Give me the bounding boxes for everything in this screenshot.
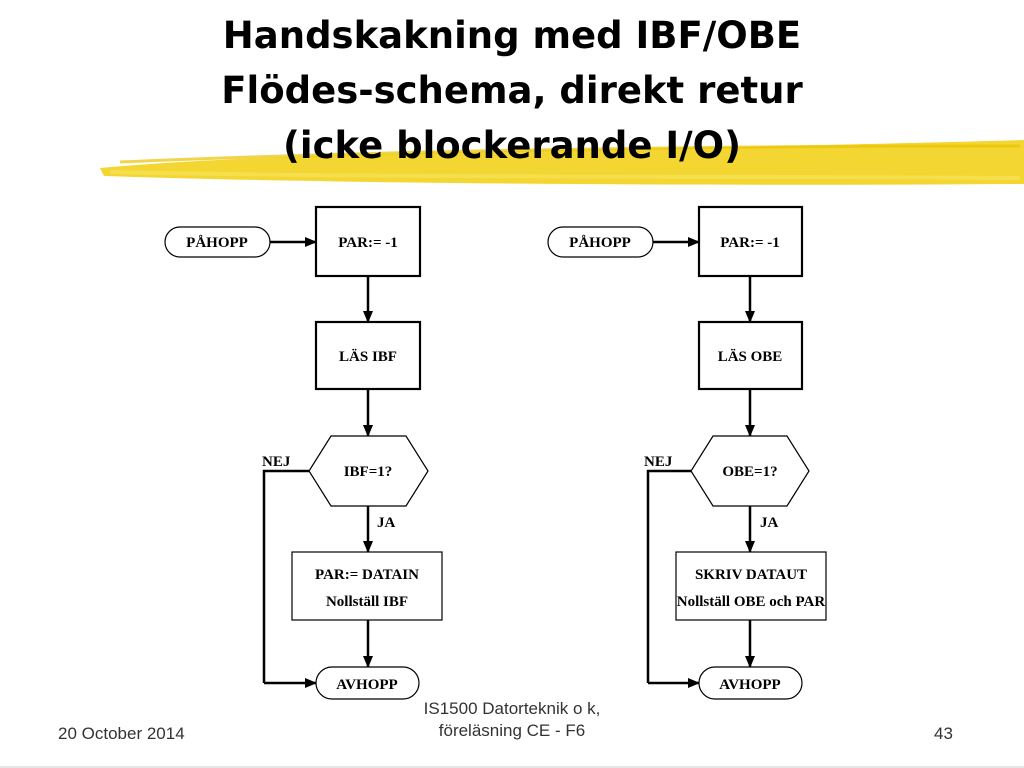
left-action-line-1: PAR:= DATAIN (315, 567, 419, 583)
title-line-1: Handskakning med IBF/OBE (222, 14, 802, 57)
title-line-3: (icke blockerande I/O) (282, 124, 741, 167)
left-entry-label: PÅHOPP (186, 235, 248, 251)
right-init-label: PAR:= -1 (720, 235, 780, 251)
bottom-divider (0, 766, 1024, 768)
left-init-label: PAR:= -1 (338, 235, 398, 251)
right-no-branch-line (646, 469, 691, 683)
left-read-box (314, 320, 422, 391)
right-action-box (675, 551, 827, 621)
footer-course: IS1500 Datorteknik o k, föreläsning CE -… (380, 698, 644, 742)
footer-date: 20 October 2014 (58, 724, 185, 743)
footer-course-line-1: IS1500 Datorteknik o k, (423, 699, 601, 718)
left-action-box (291, 551, 443, 621)
right-action-line-2: Nollställ OBE och PAR (677, 594, 826, 610)
left-read-label: LÄS IBF (339, 349, 397, 365)
left-no-branch-line (262, 469, 309, 683)
left-action-line-2: Nollställ IBF (326, 594, 408, 610)
right-decision-label: OBE=1? (722, 464, 777, 480)
right-flowchart: PÅHOPP PAR:= -1 LÄS OBE OBE=1? NEJ JA SK… (547, 205, 827, 700)
left-no-label: NEJ (262, 454, 291, 470)
footer-page-number: 43 (934, 724, 953, 743)
footer-course-line-2: föreläsning CE - F6 (438, 721, 586, 740)
left-flowchart: PÅHOPP PAR:= -1 LÄS IBF IBF=1? NEJ JA PA… (164, 205, 443, 700)
right-exit-terminal (698, 666, 803, 700)
right-read-label: LÄS OBE (718, 349, 783, 365)
left-init-box (314, 205, 422, 278)
slide-title: Handskakning med IBF/OBE Flödes-schema, … (100, 8, 924, 173)
left-decision-label: IBF=1? (344, 464, 393, 480)
right-read-box (697, 320, 804, 391)
left-exit-terminal (315, 666, 420, 700)
right-action-line-1: SKRIV DATAUT (695, 567, 807, 583)
right-init-box (697, 205, 804, 278)
title-highlight-stroke (100, 140, 1024, 185)
right-exit-label: AVHOPP (719, 677, 780, 693)
right-entry-label: PÅHOPP (569, 235, 631, 251)
right-no-label: NEJ (644, 454, 673, 470)
left-yes-label: JA (377, 515, 396, 531)
right-yes-label: JA (760, 515, 779, 531)
left-exit-label: AVHOPP (336, 677, 397, 693)
title-line-2: Flödes-schema, direkt retur (221, 69, 803, 112)
